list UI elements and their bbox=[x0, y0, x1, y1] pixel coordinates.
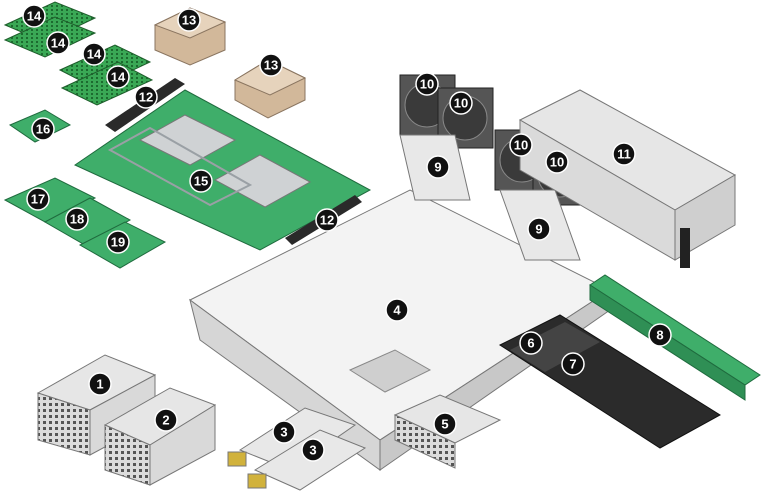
callout-6: 6 bbox=[519, 331, 543, 355]
callout-9: 9 bbox=[527, 217, 551, 241]
callout-11: 11 bbox=[612, 142, 636, 166]
callout-label: 16 bbox=[36, 122, 50, 137]
callout-8: 8 bbox=[648, 323, 672, 347]
callout-12: 12 bbox=[134, 85, 158, 109]
callout-label: 8 bbox=[656, 328, 663, 343]
motherboard bbox=[73, 89, 372, 251]
callout-label: 10 bbox=[454, 96, 468, 111]
callout-label: 13 bbox=[182, 13, 196, 28]
callout-label: 14 bbox=[87, 47, 102, 62]
callout-19: 19 bbox=[106, 230, 130, 254]
callout-4: 4 bbox=[385, 298, 409, 322]
callout-10: 10 bbox=[449, 91, 473, 115]
callout-17: 17 bbox=[26, 187, 50, 211]
callout-badge bbox=[272, 420, 296, 444]
callout-badge bbox=[259, 53, 283, 77]
callout-label: 1 bbox=[96, 377, 103, 392]
callout-label: 5 bbox=[441, 417, 448, 432]
callout-label: 3 bbox=[280, 425, 287, 440]
callout-label: 7 bbox=[569, 357, 576, 372]
callout-badge bbox=[561, 352, 585, 376]
callout-1: 1 bbox=[88, 372, 112, 396]
callouts: 1233456789910101010111212131314141414151… bbox=[22, 4, 672, 462]
callout-14: 14 bbox=[82, 42, 106, 66]
callout-label: 3 bbox=[309, 443, 316, 458]
callout-badge bbox=[177, 8, 201, 32]
callout-badge bbox=[426, 155, 450, 179]
callout-12: 12 bbox=[315, 208, 339, 232]
callout-badge bbox=[545, 150, 569, 174]
callout-badge bbox=[385, 298, 409, 322]
callout-label: 10 bbox=[420, 77, 434, 92]
callout-badge bbox=[189, 169, 213, 193]
callout-badge bbox=[46, 31, 70, 55]
callout-badge bbox=[315, 208, 339, 232]
callout-14: 14 bbox=[22, 4, 46, 28]
expansion-cards bbox=[3, 109, 167, 269]
callout-badge bbox=[26, 187, 50, 211]
callout-label: 14 bbox=[111, 70, 126, 85]
psu-cages bbox=[36, 354, 217, 486]
callout-badge bbox=[106, 65, 130, 89]
callout-label: 17 bbox=[31, 192, 45, 207]
callout-label: 9 bbox=[434, 160, 441, 175]
callout-badge bbox=[31, 117, 55, 141]
callout-label: 13 bbox=[264, 58, 278, 73]
heatsinks bbox=[153, 7, 307, 119]
callout-label: 14 bbox=[51, 36, 66, 51]
callout-label: 12 bbox=[320, 213, 334, 228]
callout-13: 13 bbox=[177, 8, 201, 32]
callout-14: 14 bbox=[106, 65, 130, 89]
callout-10: 10 bbox=[545, 150, 569, 174]
callout-2: 2 bbox=[154, 408, 178, 432]
callout-9: 9 bbox=[426, 155, 450, 179]
callout-label: 4 bbox=[393, 303, 401, 318]
callout-label: 10 bbox=[550, 155, 564, 170]
callout-15: 15 bbox=[189, 169, 213, 193]
callout-label: 11 bbox=[617, 147, 631, 162]
callout-5: 5 bbox=[433, 412, 457, 436]
callout-badge bbox=[527, 217, 551, 241]
drive-bracket bbox=[498, 314, 721, 449]
callout-badge bbox=[612, 142, 636, 166]
callout-badge bbox=[449, 91, 473, 115]
callout-badge bbox=[88, 372, 112, 396]
callout-14: 14 bbox=[46, 31, 70, 55]
callout-badge bbox=[22, 4, 46, 28]
callout-badge bbox=[134, 85, 158, 109]
callout-badge bbox=[509, 133, 533, 157]
callout-3: 3 bbox=[272, 420, 296, 444]
callout-label: 18 bbox=[70, 212, 84, 227]
callout-label: 12 bbox=[139, 90, 153, 105]
callout-label: 2 bbox=[162, 413, 169, 428]
callout-badge bbox=[648, 323, 672, 347]
callout-label: 15 bbox=[194, 174, 208, 189]
callout-badge bbox=[82, 42, 106, 66]
callout-badge bbox=[154, 408, 178, 432]
callout-3: 3 bbox=[301, 438, 325, 462]
callout-10: 10 bbox=[415, 72, 439, 96]
callout-label: 9 bbox=[535, 222, 542, 237]
callout-badge bbox=[65, 207, 89, 231]
callout-badge bbox=[519, 331, 543, 355]
callout-18: 18 bbox=[65, 207, 89, 231]
callout-label: 19 bbox=[111, 235, 125, 250]
callout-badge bbox=[433, 412, 457, 436]
callout-badge bbox=[106, 230, 130, 254]
callout-badge bbox=[301, 438, 325, 462]
callout-10: 10 bbox=[509, 133, 533, 157]
callout-label: 10 bbox=[514, 138, 528, 153]
callout-16: 16 bbox=[31, 117, 55, 141]
callout-badge bbox=[415, 72, 439, 96]
callout-label: 6 bbox=[527, 336, 534, 351]
callout-13: 13 bbox=[259, 53, 283, 77]
callout-label: 14 bbox=[27, 9, 42, 24]
callout-7: 7 bbox=[561, 352, 585, 376]
